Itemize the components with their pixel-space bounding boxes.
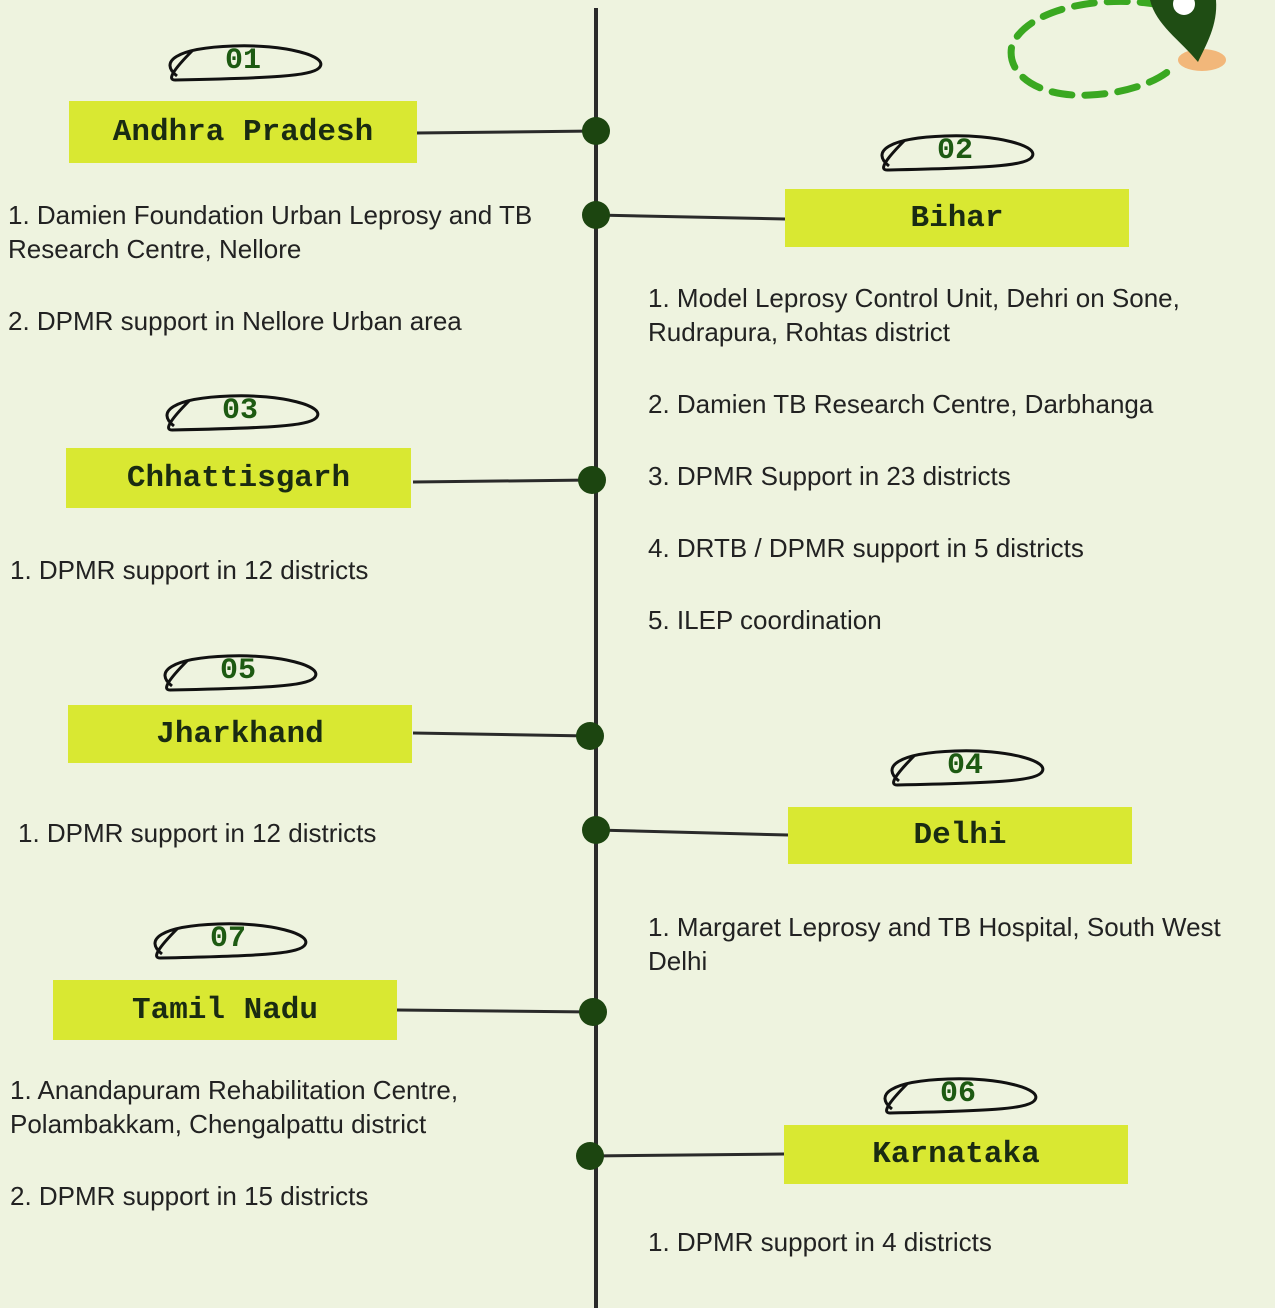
list-item: 1. Margaret Leprosy and TB Hospital, Sou… xyxy=(648,912,1221,976)
connector-ka xyxy=(589,1152,785,1158)
list-item: 1. Damien Foundation Urban Leprosy and T… xyxy=(8,200,533,264)
badge-ap: 01 xyxy=(163,40,323,88)
location-pin-icon xyxy=(1007,0,1226,99)
state-label-delhi: Delhi xyxy=(788,807,1132,864)
list-item: 1. Anandapuram Rehabilitation Centre, Po… xyxy=(10,1075,459,1139)
connector-tn xyxy=(396,1008,594,1014)
list-cg: 1. DPMR support in 12 districts xyxy=(10,553,580,625)
node-delhi xyxy=(582,816,610,844)
list-bihar: 1. Model Leprosy Control Unit, Dehri on … xyxy=(648,281,1273,675)
list-item: 2. DPMR support in 15 districts xyxy=(10,1181,369,1211)
list-item: 4. DRTB / DPMR support in 5 districts xyxy=(648,533,1084,563)
number-tn: 07 xyxy=(209,922,246,956)
badge-tn: 07 xyxy=(148,918,308,966)
number-ap: 01 xyxy=(224,44,261,78)
connector-jh xyxy=(412,731,591,738)
number-ka: 06 xyxy=(939,1077,976,1111)
list-tn: 1. Anandapuram Rehabilitation Centre, Po… xyxy=(10,1073,570,1251)
state-label-ap: Andhra Pradesh xyxy=(69,101,417,163)
list-item: 1. Model Leprosy Control Unit, Dehri on … xyxy=(648,283,1180,347)
list-ap: 1. Damien Foundation Urban Leprosy and T… xyxy=(8,198,588,376)
state-label-bihar: Bihar xyxy=(785,189,1129,247)
state-label-jh: Jharkhand xyxy=(68,705,412,763)
badge-jh: 05 xyxy=(158,650,318,698)
list-item: 3. DPMR Support in 23 districts xyxy=(648,461,1011,491)
connector-delhi xyxy=(595,828,789,837)
number-delhi: 04 xyxy=(946,749,983,783)
node-cg xyxy=(578,466,606,494)
list-delhi: 1. Margaret Leprosy and TB Hospital, Sou… xyxy=(648,910,1268,1016)
node-jh xyxy=(576,722,604,750)
connector-bihar xyxy=(595,213,786,221)
list-item: 1. DPMR support in 12 districts xyxy=(18,818,377,848)
state-label-cg: Chhattisgarh xyxy=(66,448,411,508)
node-tn xyxy=(579,998,607,1026)
node-ap xyxy=(582,117,610,145)
badge-cg: 03 xyxy=(160,390,320,438)
number-bihar: 02 xyxy=(936,134,973,168)
badge-bihar: 02 xyxy=(875,130,1035,178)
list-item: 1. DPMR support in 4 districts xyxy=(648,1227,992,1257)
list-item: 5. ILEP coordination xyxy=(648,605,882,635)
connector-cg xyxy=(412,478,593,484)
list-item: 1. DPMR support in 12 districts xyxy=(10,555,369,585)
list-item: 2. Damien TB Research Centre, Darbhanga xyxy=(648,389,1154,419)
connector-ap xyxy=(415,129,597,135)
list-jh: 1. DPMR support in 12 districts xyxy=(18,816,578,888)
badge-ka: 06 xyxy=(878,1073,1038,1121)
badge-delhi: 04 xyxy=(885,745,1045,793)
list-item: 2. DPMR support in Nellore Urban area xyxy=(8,306,462,336)
state-label-ka: Karnataka xyxy=(784,1125,1128,1184)
node-ka xyxy=(576,1142,604,1170)
state-label-tn: Tamil Nadu xyxy=(53,980,397,1040)
number-jh: 05 xyxy=(219,654,256,688)
list-ka: 1. DPMR support in 4 districts xyxy=(648,1225,1248,1297)
number-cg: 03 xyxy=(221,394,258,428)
